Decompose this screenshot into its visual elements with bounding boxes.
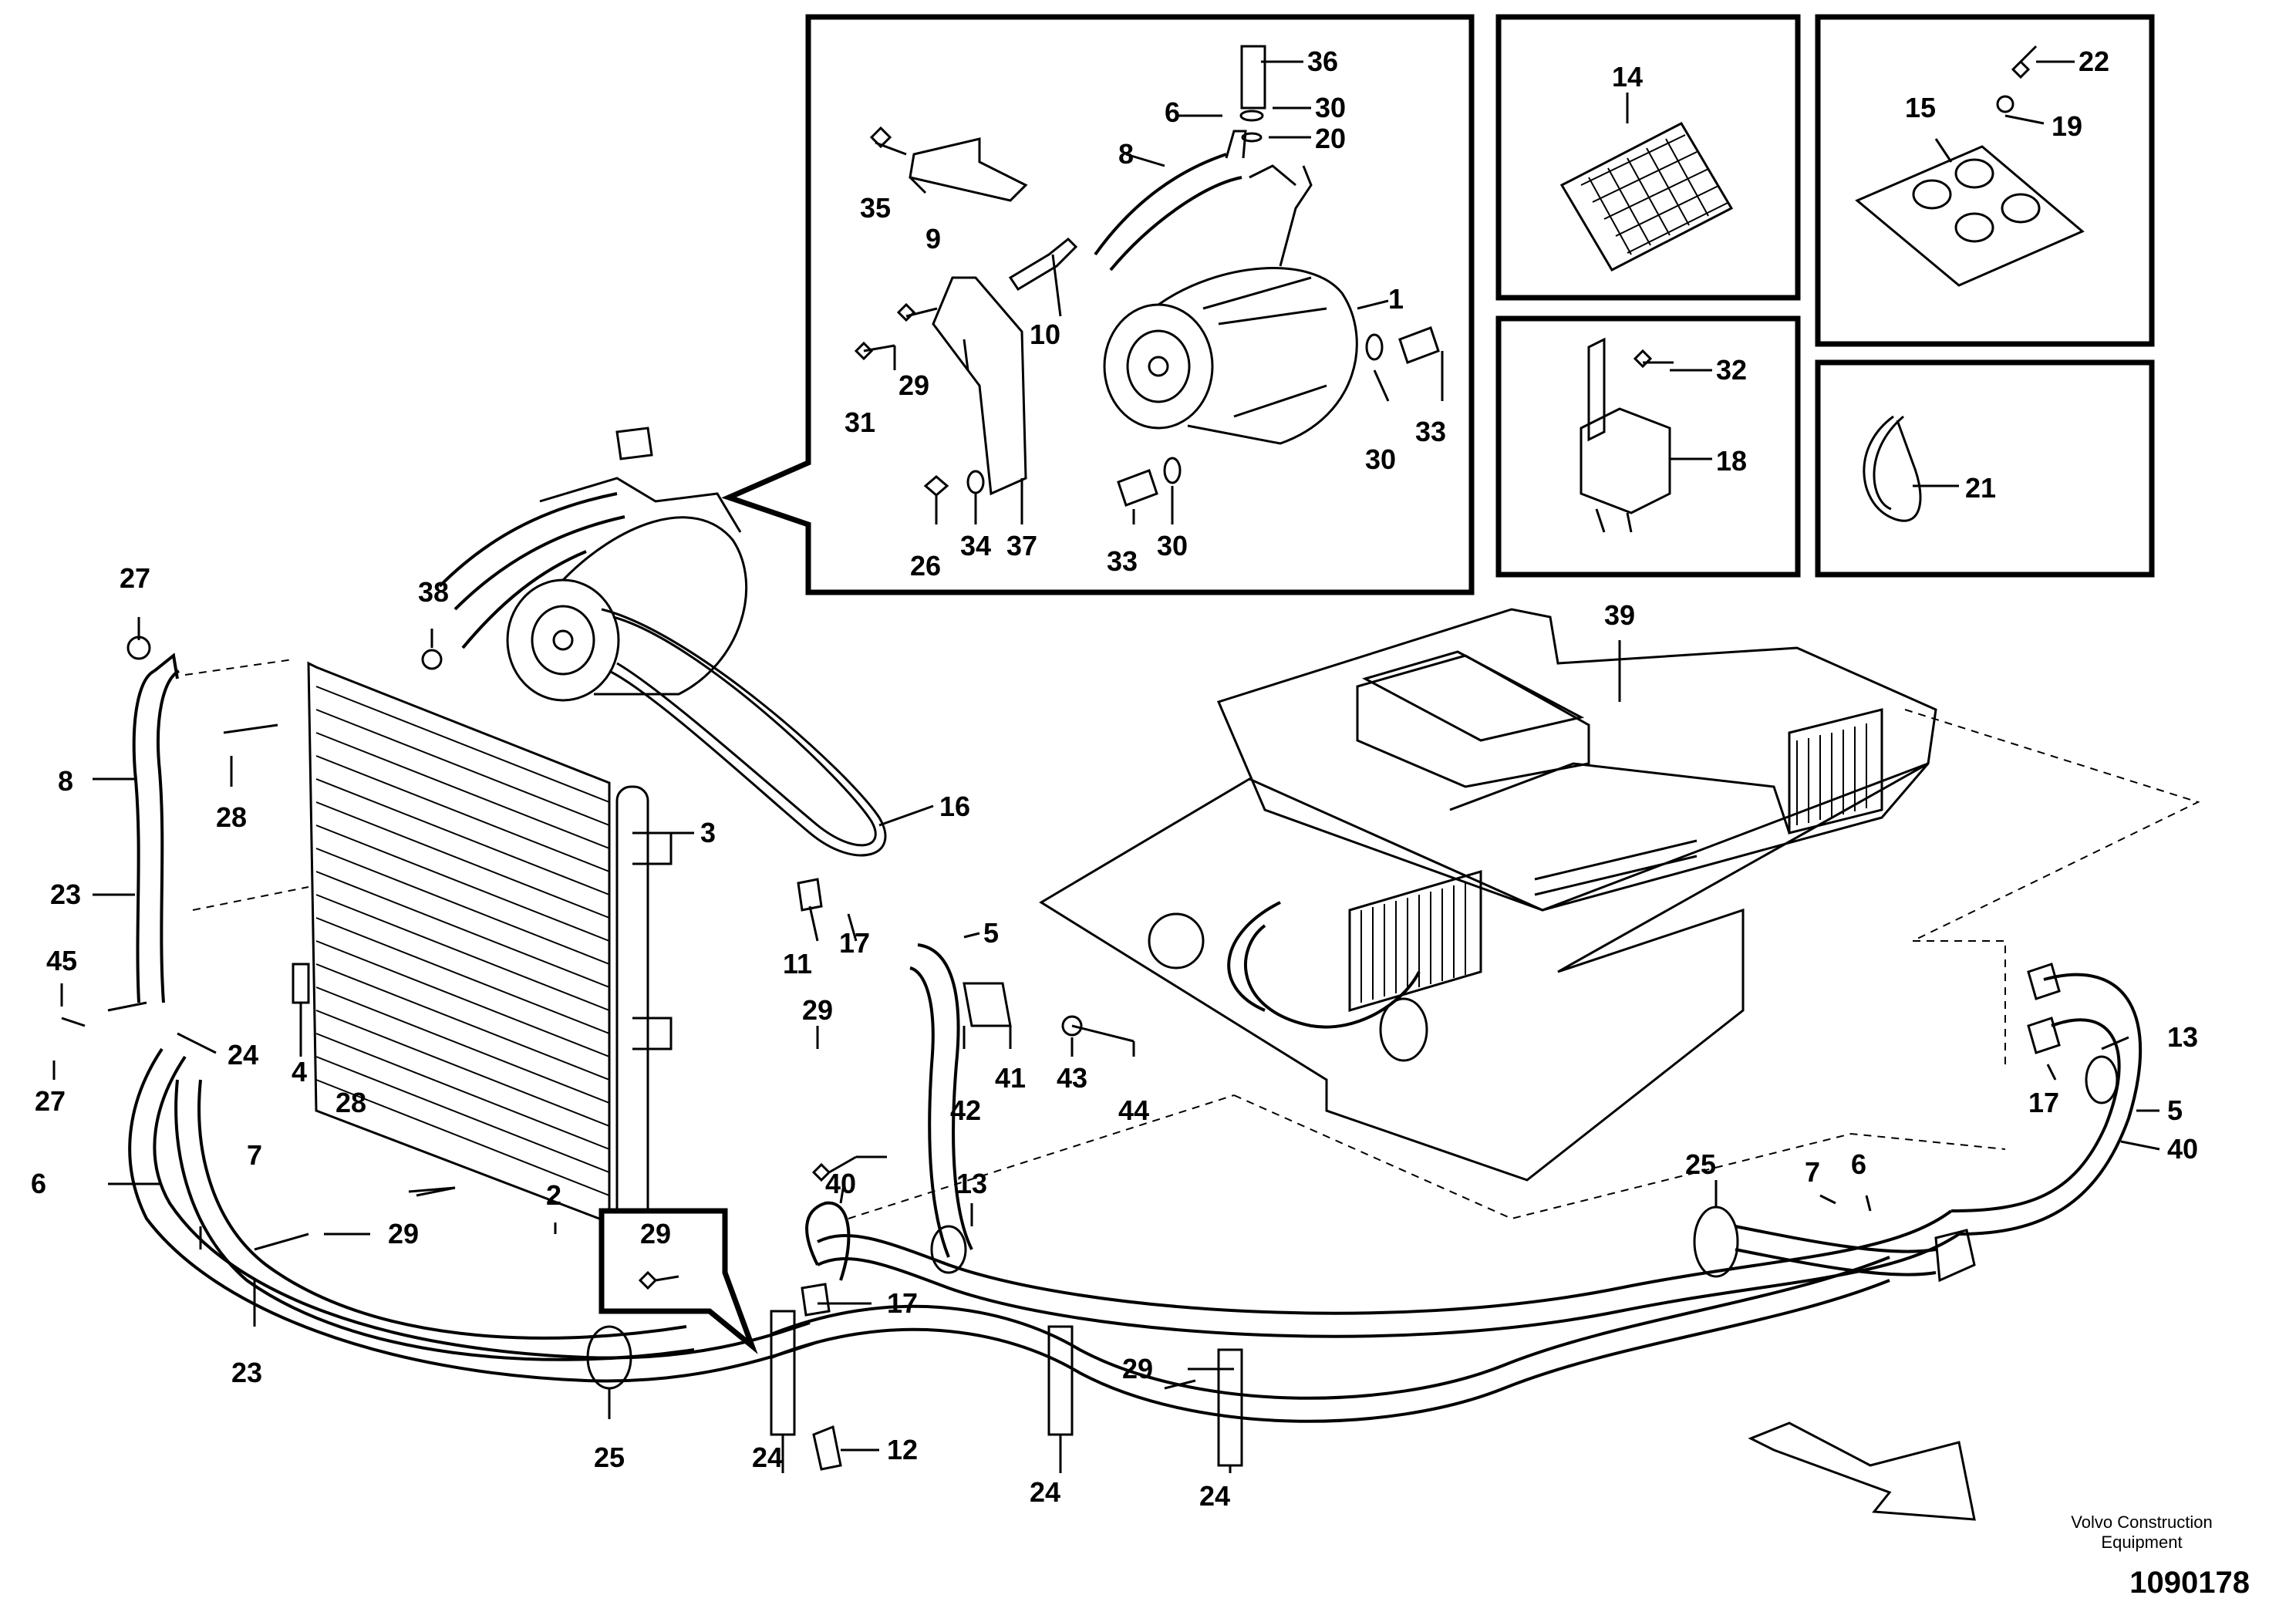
callout-29: 29: [640, 1218, 671, 1249]
callout-33: 33: [1415, 416, 1446, 447]
callout-23: 23: [50, 878, 81, 910]
callout-7: 7: [247, 1139, 262, 1171]
callout-3: 3: [700, 817, 716, 848]
callout-29: 29: [899, 369, 929, 401]
callout-6: 6: [31, 1168, 46, 1199]
callout-25: 25: [1685, 1148, 1716, 1180]
callout-5: 5: [2167, 1094, 2183, 1126]
callout-35: 35: [860, 192, 891, 224]
callout-8: 8: [1118, 138, 1134, 170]
relay-inset: [1495, 315, 1801, 578]
callout-41: 41: [995, 1062, 1026, 1094]
brand-line-2: Equipment: [2101, 1533, 2183, 1552]
callout-29: 29: [802, 994, 833, 1026]
callout-24: 24: [752, 1442, 783, 1473]
callout-28: 28: [216, 801, 247, 833]
hvac-unit: [1039, 608, 1937, 1182]
callout-28: 28: [335, 1087, 366, 1118]
callout-8: 8: [58, 765, 73, 797]
callout-27: 27: [35, 1085, 66, 1117]
document-number: 1090178: [2129, 1566, 2250, 1600]
callout-33: 33: [1107, 545, 1138, 577]
callout-45: 45: [46, 945, 77, 976]
control-panel-inset: [1815, 14, 2155, 347]
callout-4: 4: [292, 1056, 307, 1088]
callout-30: 30: [1157, 530, 1188, 561]
callout-labels: 36 30 20 6 8 35 9 10 1 31 29 30 33 26 34…: [31, 46, 2198, 1512]
compressor-detail-inset: [721, 14, 1475, 595]
callout-26: 26: [910, 550, 941, 582]
callout-11: 11: [783, 948, 812, 980]
callout-40: 40: [825, 1168, 856, 1199]
callout-24: 24: [228, 1039, 258, 1071]
callout-15: 15: [1905, 92, 1936, 123]
callout-38: 38: [418, 576, 449, 608]
callout-36: 36: [1307, 46, 1338, 77]
callout-40: 40: [2167, 1133, 2198, 1165]
callout-13: 13: [956, 1168, 987, 1199]
brand-label: Volvo Construction Equipment: [2041, 1512, 2242, 1553]
callout-12: 12: [887, 1434, 918, 1465]
callout-5: 5: [983, 917, 999, 949]
callout-30: 30: [1315, 92, 1346, 123]
callout-10: 10: [1030, 319, 1060, 350]
callout-25: 25: [594, 1442, 625, 1473]
cable-tie-inset: [1815, 359, 2155, 578]
callout-18: 18: [1716, 445, 1747, 477]
callout-9: 9: [925, 223, 941, 255]
callout-leaders: [52, 60, 2160, 1473]
callout-17: 17: [887, 1287, 918, 1319]
condenser: [292, 661, 673, 1236]
callout-37: 37: [1006, 530, 1037, 561]
callout-19: 19: [2052, 110, 2082, 142]
compressor-assembly: [438, 427, 887, 857]
callout-16: 16: [939, 791, 970, 822]
callout-box-29: [598, 1208, 758, 1354]
callout-24: 24: [1030, 1476, 1060, 1508]
filter-inset: [1495, 14, 1801, 301]
callout-17: 17: [2028, 1087, 2059, 1118]
callout-34: 34: [960, 530, 991, 561]
callout-24: 24: [1199, 1480, 1230, 1512]
callout-29: 29: [1122, 1353, 1153, 1384]
callout-43: 43: [1057, 1062, 1087, 1094]
callout-44: 44: [1118, 1094, 1149, 1126]
callout-6: 6: [1851, 1148, 1866, 1180]
callout-29: 29: [388, 1218, 419, 1249]
callout-30: 30: [1365, 443, 1396, 475]
callout-31: 31: [845, 406, 875, 438]
hose-routing: [61, 636, 2143, 1471]
callout-32: 32: [1716, 354, 1747, 386]
callout-6: 6: [1165, 96, 1180, 128]
callout-22: 22: [2079, 46, 2109, 77]
callout-42: 42: [950, 1094, 981, 1126]
callout-21: 21: [1965, 472, 1996, 504]
callout-1: 1: [1388, 283, 1404, 315]
reference-lines: [184, 659, 2200, 1220]
direction-arrow-icon: [1748, 1421, 1976, 1521]
callout-13: 13: [2167, 1021, 2198, 1053]
callout-27: 27: [120, 562, 150, 594]
callout-20: 20: [1315, 123, 1346, 154]
callout-23: 23: [231, 1357, 262, 1388]
callout-14: 14: [1612, 61, 1643, 93]
callout-7: 7: [1805, 1156, 1820, 1188]
callout-39: 39: [1604, 599, 1635, 631]
brand-line-1: Volvo Construction: [2071, 1512, 2213, 1532]
callout-17: 17: [839, 927, 870, 959]
callout-2: 2: [546, 1179, 561, 1211]
